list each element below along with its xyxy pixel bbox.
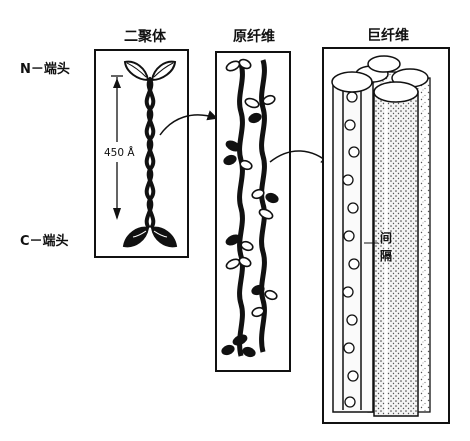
length-arrow-bottom-head	[113, 208, 121, 220]
dimer-title: 二聚体	[124, 28, 167, 45]
dimer-box	[94, 49, 189, 258]
beaded-cylinder	[332, 79, 374, 413]
dimer-bottom-left-leaf	[122, 226, 150, 248]
protofibril-panel	[215, 51, 291, 372]
dimer-bottom-right-leaf	[150, 226, 178, 248]
gap-label-char-1: 间	[380, 230, 392, 245]
n-terminus-label: N－端头	[20, 61, 70, 77]
protofibril-title: 原纤维	[233, 28, 275, 45]
length-arrow-top-head	[113, 78, 121, 88]
giant-fiber-title: 巨纤维	[367, 27, 409, 44]
front-cylinder	[373, 91, 419, 417]
protofibril-leaves	[221, 58, 279, 358]
dimer-top-right-leaf	[150, 60, 177, 82]
dimer-panel: 450 Å	[94, 49, 189, 258]
arrow-dimer-to-protofibril	[159, 110, 218, 136]
gap-label: 间 隔	[380, 230, 392, 263]
c-terminus-label: C－端头	[20, 233, 69, 249]
length-label: 450 Å	[104, 146, 135, 159]
gap-label-char-2: 隔	[380, 248, 392, 263]
giant-fiber-panel: 间 隔	[322, 47, 450, 424]
bead-chain	[342, 91, 360, 408]
dimer-top-left-leaf	[123, 60, 150, 82]
